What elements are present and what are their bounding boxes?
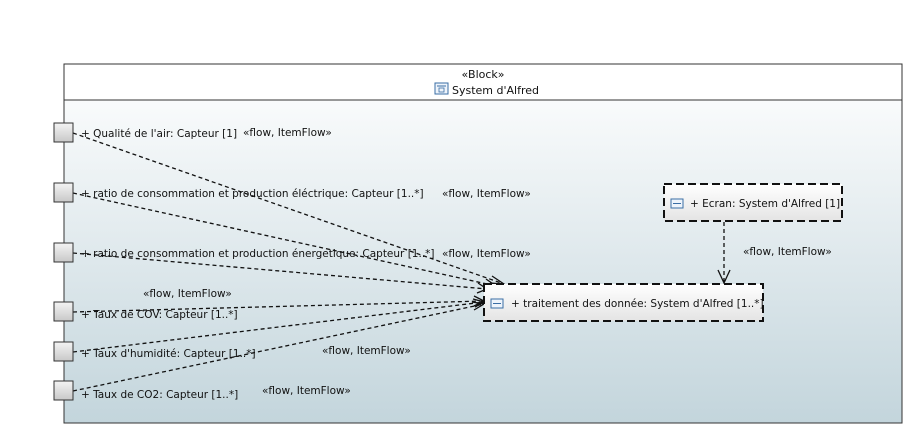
port-label-taux-cov: + Taux de COV: Capteur [1..*]	[81, 309, 238, 321]
flow-label-air: «flow, ItemFlow»	[243, 127, 332, 139]
flow-line-humidite[interactable]	[72, 301, 485, 353]
part-traitement-label: + traitement des donnée: System d'Alfred…	[511, 298, 764, 310]
part-ecran-label: + Ecran: System d'Alfred [1]	[690, 198, 840, 210]
ports	[53, 122, 74, 401]
flow-label-cov: «flow, ItemFlow»	[143, 288, 232, 300]
flow-label-electrique: «flow, ItemFlow»	[442, 188, 531, 200]
flow-label-energetique: «flow, ItemFlow»	[442, 248, 531, 260]
flow-labels: «flow, ItemFlow» «flow, ItemFlow» «flow,…	[143, 127, 832, 397]
port-taux-cov[interactable]	[53, 301, 74, 322]
flow-label-co2: «flow, ItemFlow»	[262, 385, 351, 397]
port-taux-co2[interactable]	[53, 380, 74, 401]
part-ecran[interactable]: + Ecran: System d'Alfred [1]	[663, 183, 843, 222]
port-ratio-electrique[interactable]	[53, 182, 74, 203]
flow-line-electrique[interactable]	[72, 192, 497, 287]
port-label-ratio-energetique: + ratio de consommation et production én…	[81, 248, 435, 260]
flow-line-co2[interactable]	[72, 303, 485, 392]
port-label-qualite-air: + Qualité de l'air: Capteur [1]	[81, 128, 237, 140]
flow-connectors	[72, 132, 725, 392]
port-label-ratio-electrique: + ratio de consommation et production él…	[81, 188, 424, 200]
port-labels: + Qualité de l'air: Capteur [1] + ratio …	[81, 128, 435, 401]
flow-line-energetique[interactable]	[72, 252, 488, 290]
block-name: System d'Alfred	[452, 84, 539, 97]
port-label-taux-humidite: + Taux d'humidité: Capteur [1..*]	[81, 348, 256, 360]
part-icon	[490, 298, 504, 309]
part-icon	[670, 198, 684, 209]
flow-label-humidite: «flow, ItemFlow»	[322, 345, 411, 357]
flow-line-air[interactable]	[72, 132, 505, 285]
port-ratio-energetique[interactable]	[53, 242, 74, 263]
port-label-taux-co2: + Taux de CO2: Capteur [1..*]	[81, 389, 238, 401]
block-icon	[434, 82, 449, 95]
port-taux-humidite[interactable]	[53, 341, 74, 362]
part-traitement[interactable]: + traitement des donnée: System d'Alfred…	[483, 283, 764, 322]
port-qualite-air[interactable]	[53, 122, 74, 143]
flow-label-ecran: «flow, ItemFlow»	[743, 246, 832, 258]
block-stereotype: «Block»	[461, 68, 504, 81]
system-block[interactable]: «Block» System d'Alfred	[63, 63, 903, 424]
flow-line-cov[interactable]	[72, 300, 485, 313]
